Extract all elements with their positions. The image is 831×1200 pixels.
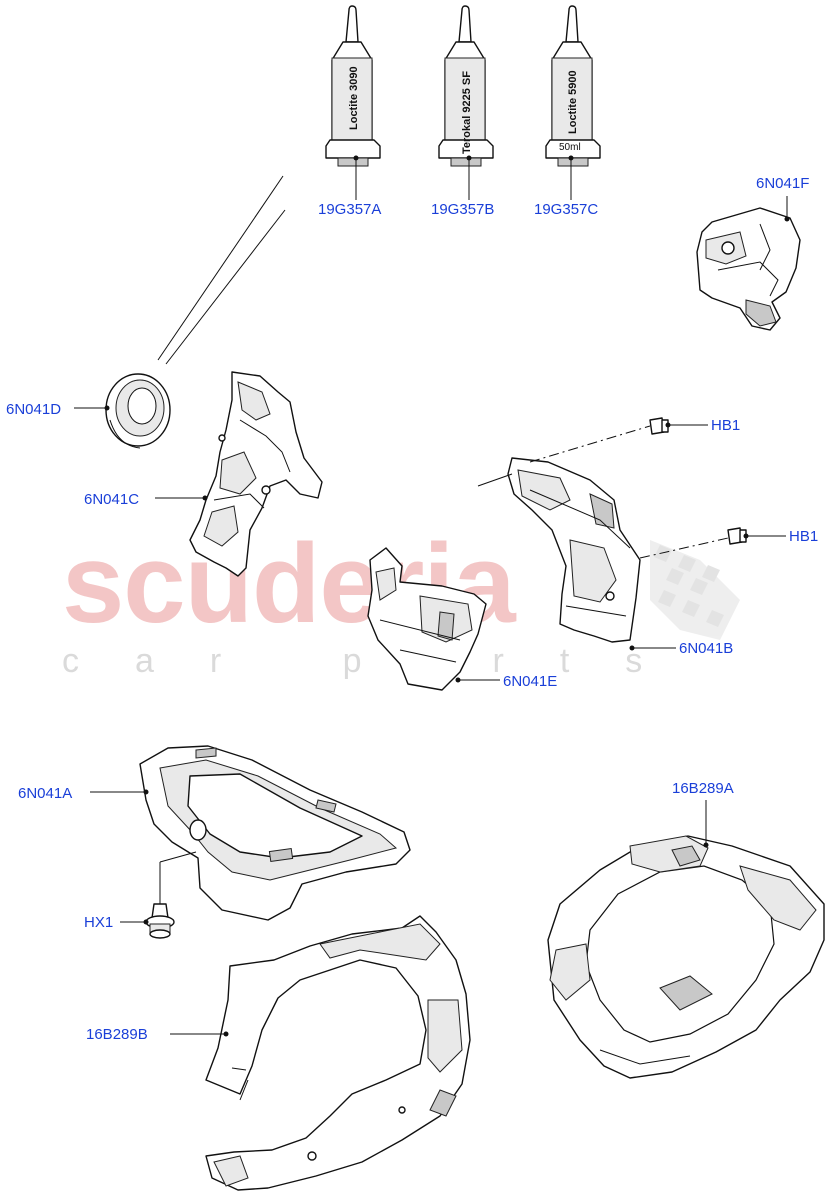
callout-HB1-top[interactable]: HB1 [711,417,741,434]
oil-pan-6N041A [139,745,411,921]
callout-6N041C[interactable]: 6N041C [84,491,140,508]
callout-HX1[interactable]: HX1 [84,914,114,931]
watermark-tagline: car parts [62,642,699,680]
callout-6N041A[interactable]: 6N041A [18,785,73,802]
seal-ring-6N041D [105,175,286,449]
bolt-HB1-top [529,417,669,463]
insulator-6N041F [696,207,801,331]
bolt-HB1-bottom [639,527,747,559]
tube-label-terokal-9225: Terokal 9225 SF [461,71,473,154]
callout-16B289B[interactable]: 16B289B [86,1026,148,1043]
sealant-tube-loctite-3090: Loctite 3090 [325,5,381,167]
insulator-16B289B [205,915,471,1191]
callout-6N041F[interactable]: 6N041F [756,175,810,192]
drain-plug-HX1 [145,851,197,939]
callout-6N041D[interactable]: 6N041D [6,401,62,418]
callout-19G357B[interactable]: 19G357B [431,201,495,218]
sealant-tube-loctite-5900: Loctite 5900 50ml [545,5,601,167]
callout-16B289A[interactable]: 16B289A [672,780,734,797]
callout-6N041B[interactable]: 6N041B [679,640,734,657]
checkered-flag-watermark [650,540,740,640]
callout-HB1-bottom[interactable]: HB1 [789,528,819,545]
callout-19G357A[interactable]: 19G357A [318,201,382,218]
insulator-6N041E [367,547,487,691]
insulator-16B289A [547,835,825,1079]
insulator-6N041C [189,371,323,577]
insulator-6N041B [507,457,641,643]
callout-19G357C[interactable]: 19G357C [534,201,599,218]
tube-label-loctite-5900: Loctite 5900 [567,70,579,134]
tube-volume: 50ml [559,142,581,153]
sealant-tube-terokal-9225: Terokal 9225 SF [438,5,494,167]
tube-label-loctite-3090: Loctite 3090 [348,66,360,130]
callout-6N041E[interactable]: 6N041E [503,673,558,690]
